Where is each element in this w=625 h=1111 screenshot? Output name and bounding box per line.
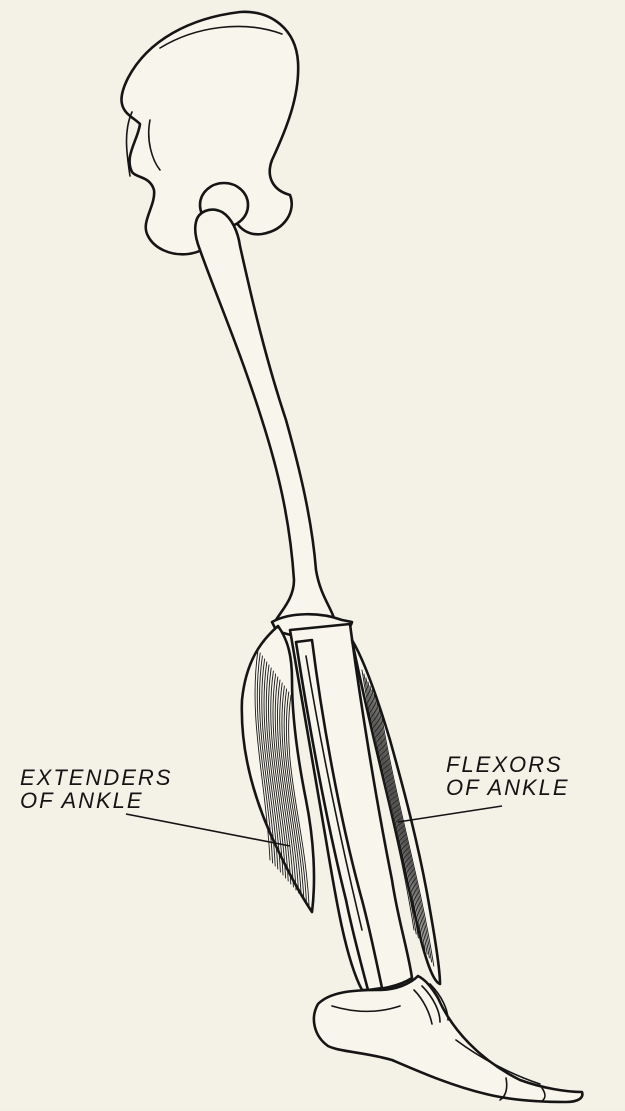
foot — [314, 976, 582, 1102]
label-extenders-line1: EXTENDERS — [20, 765, 172, 790]
label-flexors-line2: OF ANKLE — [446, 775, 570, 800]
femur — [195, 210, 334, 628]
label-flexors-line1: FLEXORS — [446, 752, 563, 777]
flexors-leader-line — [398, 806, 502, 822]
label-extenders-line2: OF ANKLE — [20, 788, 144, 813]
